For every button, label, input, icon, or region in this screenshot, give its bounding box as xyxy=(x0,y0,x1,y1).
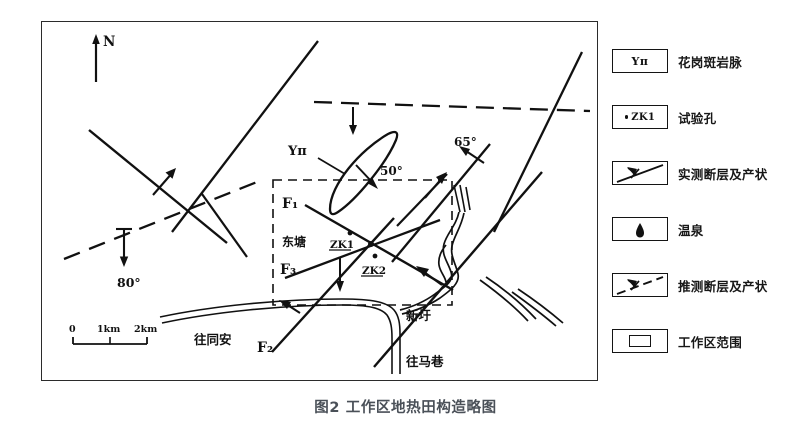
work-area-rect-icon xyxy=(629,335,651,347)
fault-f3-label: F₃ xyxy=(280,262,296,278)
legend-symbol-hot-spring xyxy=(612,217,668,241)
figure-caption: 图2 工作区地热田构造略图 xyxy=(314,400,497,416)
fault-f2-label: F₂ xyxy=(257,340,273,356)
legend-symbol-measured-fault xyxy=(612,161,668,185)
legend-label-hot-spring: 温泉 xyxy=(678,222,704,238)
river-head-hachures xyxy=(453,184,471,213)
legend-symbol-work-area-extent xyxy=(612,329,668,353)
scale-bar xyxy=(72,337,148,345)
legend-symbol-inferred-fault xyxy=(612,273,668,297)
north-arrow-icon xyxy=(92,34,100,82)
legend-item-measured-fault: 实测断层及产状 xyxy=(612,156,802,190)
scale-tick-2-label: 2km xyxy=(134,324,157,335)
fault-f1-label: F₁ xyxy=(282,196,298,212)
dip-angle-80-label: 80° xyxy=(117,275,141,290)
map-drawing: N 80° xyxy=(63,34,591,374)
fault-inferred-top xyxy=(313,100,591,135)
dike-leader-line xyxy=(317,157,346,175)
map-frame: N 80° xyxy=(41,21,598,381)
road-west xyxy=(159,298,343,324)
borehole-zk2-label: ZK2 xyxy=(362,265,386,277)
river-branch-lower-right xyxy=(479,276,564,327)
fault-segment-left-short xyxy=(201,193,248,258)
hot-spring-icon xyxy=(636,222,644,237)
road-east-to-xinxu xyxy=(341,298,401,339)
dip-symbol-65 xyxy=(459,146,485,164)
borehole-zk1-label: ZK1 xyxy=(330,239,354,251)
north-label: N xyxy=(103,34,115,50)
legend-item-borehole: ZK1 试验孔 xyxy=(612,100,802,134)
fault-intersection-node xyxy=(368,241,374,247)
fault-ne-upper-b xyxy=(492,51,584,233)
legend-label-granite-porphyry-dike: 花岗斑岩脉 xyxy=(678,54,743,70)
fault-ne-right-secondary xyxy=(391,143,491,263)
fault-measured-left xyxy=(88,129,228,244)
place-label-dongtang: 东塘 xyxy=(282,234,306,249)
road-label-to-maxiang: 往马巷 xyxy=(406,354,444,369)
dip-angle-65-label: 65° xyxy=(454,135,477,149)
dip-angle-50-label: 50° xyxy=(380,164,403,178)
measured-fault-icon xyxy=(616,163,664,183)
road-label-to-tongan: 往同安 xyxy=(194,332,232,347)
fault-inferred-left xyxy=(63,180,258,267)
dike-symbol-text: Υπ xyxy=(631,54,649,68)
granite-porphyry-dike xyxy=(328,130,399,216)
work-area-extent-box xyxy=(272,179,453,306)
legend-panel: Υπ 花岗斑岩脉 ZK1 试验孔 实测断层及产状 xyxy=(612,30,802,380)
legend-symbol-borehole: ZK1 xyxy=(612,105,668,129)
scale-tick-1-label: 1km xyxy=(97,324,120,335)
borehole-zk1-marker xyxy=(347,230,353,236)
road-south-to-maxiang xyxy=(391,334,401,374)
legend-label-measured-fault: 实测断层及产状 xyxy=(678,166,768,182)
fault-ne-right-main xyxy=(373,171,543,368)
legend-symbol-granite-porphyry-dike: Υπ xyxy=(612,49,668,73)
borehole-zk2-marker xyxy=(372,253,378,259)
inferred-fault-icon xyxy=(616,275,664,295)
legend-item-inferred-fault: 推测断层及产状 xyxy=(612,268,802,302)
legend-item-hot-spring: 温泉 xyxy=(612,212,802,246)
dike-label: Υπ xyxy=(287,144,307,159)
fault-ne-upper-a xyxy=(171,40,319,233)
scale-tick-0-label: 0 xyxy=(69,324,76,335)
legend-label-borehole: 试验孔 xyxy=(678,110,717,126)
place-label-xinxu: 新圩 xyxy=(406,308,432,323)
borehole-symbol-text: ZK1 xyxy=(631,111,656,123)
legend-label-work-area-extent: 工作区范围 xyxy=(678,334,743,350)
fault-segment-work-area-west xyxy=(396,172,448,227)
legend-label-inferred-fault: 推测断层及产状 xyxy=(678,278,768,294)
legend-item-work-area-extent: 工作区范围 xyxy=(612,324,802,358)
legend-item-granite-porphyry-dike: Υπ 花岗斑岩脉 xyxy=(612,44,802,78)
borehole-dot-icon xyxy=(624,115,629,119)
